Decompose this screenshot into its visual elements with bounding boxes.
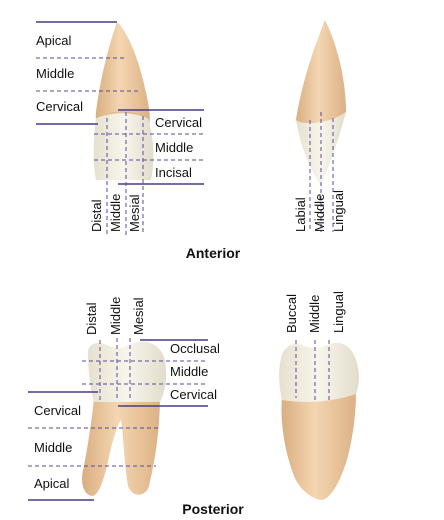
anterior-md-distal: Distal xyxy=(89,199,104,232)
anterior-heading: Anterior xyxy=(186,245,241,261)
anterior-root-zone-apical: Apical xyxy=(36,33,72,48)
anterior-proximal-view: Labial Middle Lingual xyxy=(293,20,346,232)
posterior-root-zone-middle: Middle xyxy=(34,440,72,455)
posterior-facial-root xyxy=(82,398,160,496)
anterior-crown-zone-incisal: Incisal xyxy=(155,165,192,180)
posterior-bl-lingual: Lingual xyxy=(331,291,346,333)
anterior-facial-root xyxy=(95,22,150,130)
posterior-facial-view: Distal Middle Mesial Occlusal Middle Cer… xyxy=(28,297,220,501)
anterior-ll-lingual: Lingual xyxy=(331,190,346,232)
posterior-md-mesial: Mesial xyxy=(131,297,146,335)
posterior-proximal-root xyxy=(281,392,356,500)
anterior-root-zone-middle: Middle xyxy=(36,66,74,81)
posterior-bl-buccal: Buccal xyxy=(284,294,299,333)
anterior-crown-zone-middle: Middle xyxy=(155,140,193,155)
anterior-ll-labial: Labial xyxy=(293,197,308,232)
anterior-facial-crown xyxy=(93,113,154,180)
anterior-ll-middle: Middle xyxy=(312,194,327,232)
posterior-proximal-crown xyxy=(279,342,359,402)
posterior-md-middle: Middle xyxy=(108,297,123,335)
posterior-root-zone-apical: Apical xyxy=(34,476,70,491)
posterior-heading: Posterior xyxy=(182,501,244,517)
posterior-proximal-view: Buccal Middle Lingual xyxy=(279,291,359,500)
anterior-crown-zone-cervical: Cervical xyxy=(155,115,202,130)
posterior-bl-middle: Middle xyxy=(307,295,322,333)
posterior-facial-crown xyxy=(88,341,167,402)
anterior-facial-view: Apical Middle Cervical Cervical Middle I… xyxy=(36,21,204,235)
posterior-crown-zone-cervical: Cervical xyxy=(170,387,217,402)
anterior-proximal-root xyxy=(296,20,346,124)
anterior-md-mesial: Mesial xyxy=(127,194,142,232)
posterior-crown-zone-middle: Middle xyxy=(170,364,208,379)
posterior-crown-zone-occlusal: Occlusal xyxy=(170,341,220,356)
anterior-root-zone-cervical: Cervical xyxy=(36,99,83,114)
anterior-facial-cej xyxy=(95,111,149,119)
posterior-root-zone-cervical: Cervical xyxy=(34,403,81,418)
posterior-md-distal: Distal xyxy=(84,302,99,335)
anterior-md-middle: Middle xyxy=(108,194,123,232)
